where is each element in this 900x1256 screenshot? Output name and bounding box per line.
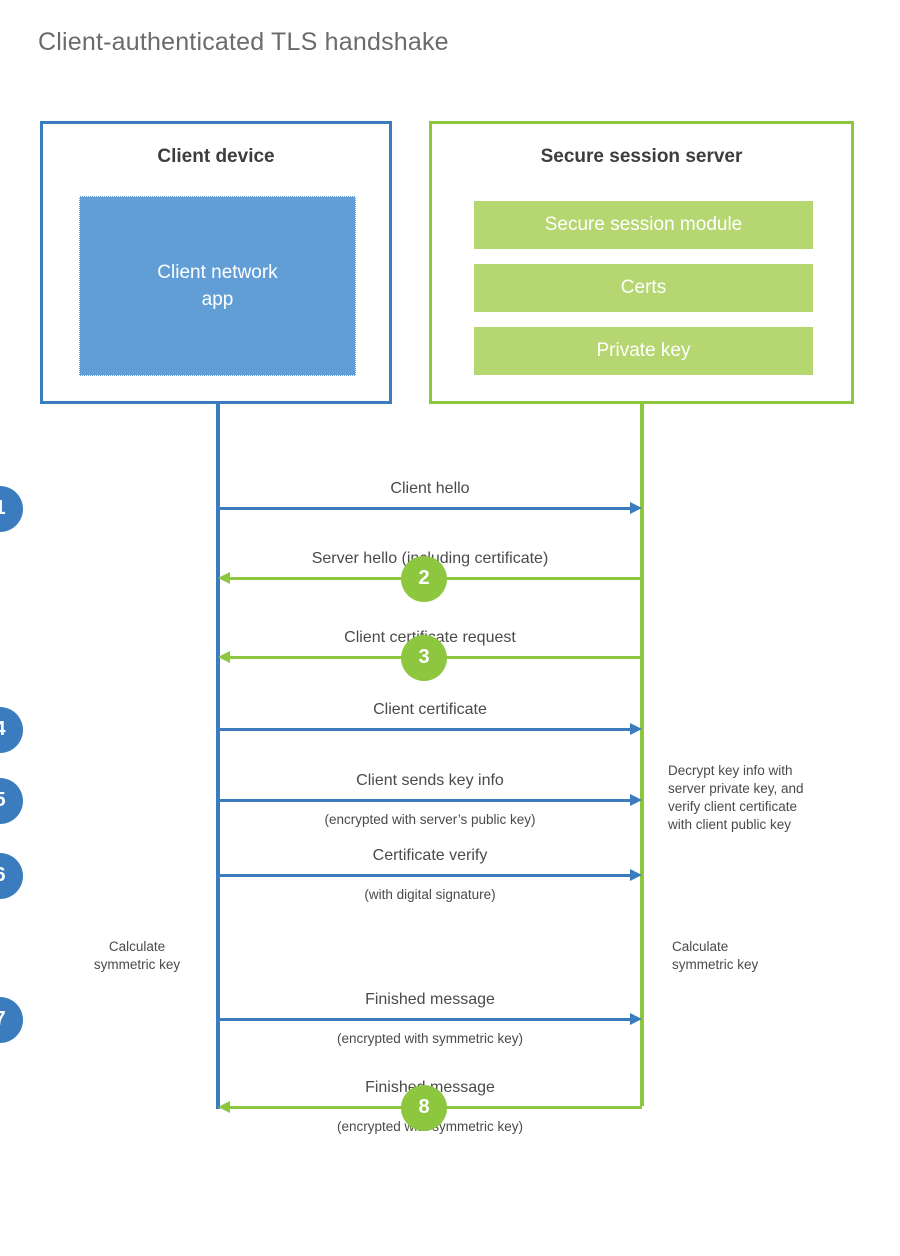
message-1-label: Client hello bbox=[390, 480, 470, 497]
server-component-private-key: Private key bbox=[474, 327, 813, 375]
message-1-line bbox=[218, 507, 631, 510]
note-server-calculate-symmetric-key: Calculate symmetric key bbox=[672, 939, 759, 972]
step-badge-1: 1 bbox=[0, 485, 23, 532]
arrow-head-icon bbox=[630, 502, 642, 514]
step-badge-2: 2 bbox=[401, 555, 447, 602]
message-5-label: Client sends key info bbox=[356, 772, 504, 789]
message-6-sublabel: (with digital signature) bbox=[364, 887, 496, 902]
server-component-secure-session-module: Secure session module bbox=[474, 201, 813, 249]
note-server-decrypt: Decrypt key info with server private key… bbox=[668, 763, 804, 832]
message-4-label: Client certificate bbox=[373, 701, 487, 718]
step-badge-5: 5 bbox=[0, 777, 23, 824]
message-6-arrow bbox=[218, 869, 642, 881]
message-6-line bbox=[218, 874, 631, 877]
step-badge-4: 4 bbox=[0, 706, 23, 753]
secure-session-server-box: Secure session server Secure session mod… bbox=[429, 121, 854, 404]
server-component-certs: Certs bbox=[474, 264, 813, 312]
client-device-box: Client device Client network app bbox=[40, 121, 392, 404]
secure-session-server-title: Secure session server bbox=[540, 146, 743, 167]
note-client-calculate-symmetric-key: Calculate symmetric key bbox=[93, 939, 181, 972]
client-network-app-block: Client network app bbox=[79, 196, 356, 376]
arrow-head-icon bbox=[630, 794, 642, 806]
arrow-head-icon bbox=[630, 723, 642, 735]
message-7-line bbox=[218, 1018, 631, 1021]
step-badge-8: 8 bbox=[401, 1084, 447, 1131]
message-7-label: Finished message bbox=[365, 991, 495, 1008]
client-device-title: Client device bbox=[157, 146, 275, 167]
server-lifeline bbox=[640, 404, 644, 1106]
arrow-head-icon bbox=[630, 869, 642, 881]
message-4-line bbox=[218, 728, 631, 731]
arrow-head-icon bbox=[218, 1101, 230, 1113]
page-title: Client-authenticated TLS handshake bbox=[38, 28, 449, 56]
client-lifeline bbox=[216, 404, 220, 1109]
message-5-arrow bbox=[218, 794, 642, 806]
message-5-sublabel: (encrypted with server’s public key) bbox=[324, 812, 536, 827]
message-7-arrow bbox=[218, 1013, 642, 1025]
message-7-sublabel: (encrypted with symmetric key) bbox=[336, 1031, 524, 1046]
message-5-line bbox=[218, 799, 631, 802]
message-6-label: Certificate verify bbox=[372, 847, 488, 864]
arrow-head-icon bbox=[630, 1013, 642, 1025]
message-4-arrow bbox=[218, 723, 642, 735]
step-badge-3: 3 bbox=[401, 634, 447, 681]
arrow-head-icon bbox=[218, 572, 230, 584]
step-badge-6: 6 bbox=[0, 852, 23, 899]
message-1-arrow bbox=[218, 502, 642, 514]
step-badge-7: 7 bbox=[0, 996, 23, 1043]
arrow-head-icon bbox=[218, 651, 230, 663]
